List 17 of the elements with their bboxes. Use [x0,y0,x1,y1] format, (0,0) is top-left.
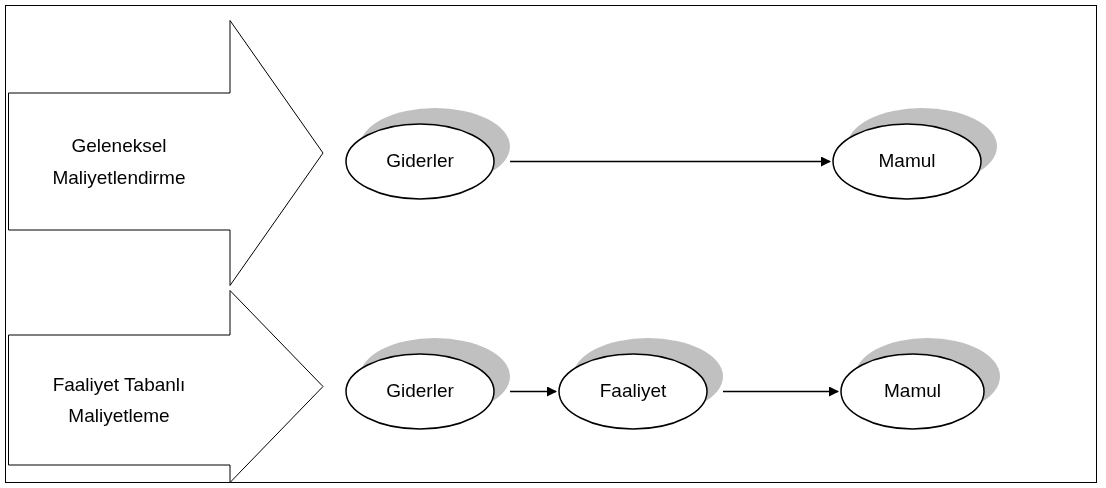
node-label: Giderler [386,379,454,404]
arrow [722,386,839,397]
ellipse-node [832,108,997,200]
node-label: Giderler [386,149,454,174]
node-label: Mamul [878,149,936,174]
arrow [509,156,831,167]
node-label: Geleneksel Maliyetlendirme [51,134,187,190]
node-label: Faaliyet [599,379,667,404]
ellipse-node [558,338,723,430]
node-label: Faaliyet Tabanlı Maliyetleme [51,372,187,428]
ellipse-node [840,338,1000,430]
ellipse-node [345,338,510,430]
ellipse-node [345,108,510,200]
pointed-banner [8,20,324,286]
pointed-banner [8,290,324,483]
node-label: Mamul [884,379,941,404]
arrow [509,386,557,397]
